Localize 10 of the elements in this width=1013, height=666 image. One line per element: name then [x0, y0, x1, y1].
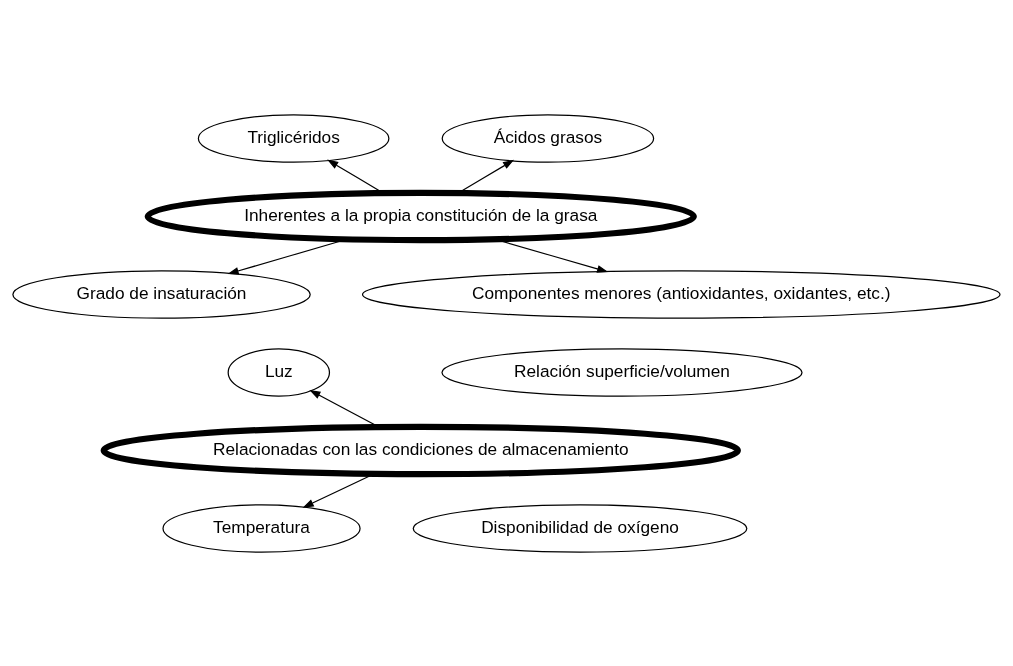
node-ellipse: Relacionadas con las condiciones de almacenamiento [100, 423, 741, 477]
node-ellipse: Ácidos grasos [441, 113, 655, 163]
node-ellipse: Disponibilidad de oxígeno [412, 503, 748, 553]
node-ellipse: Grado de insaturación [12, 269, 311, 319]
node-ellipse: Triglicéridos [197, 113, 390, 163]
node-ellipse: Componentes menores (antioxidantes, oxidantes, etc.) [361, 269, 1001, 319]
node-ellipse: Relación superficie/volumen [441, 347, 803, 397]
node-ellipse: Temperatura [162, 503, 361, 553]
node-ellipse: Inherentes a la propia constitución de la grasa [144, 189, 697, 243]
arrow [227, 238, 348, 275]
